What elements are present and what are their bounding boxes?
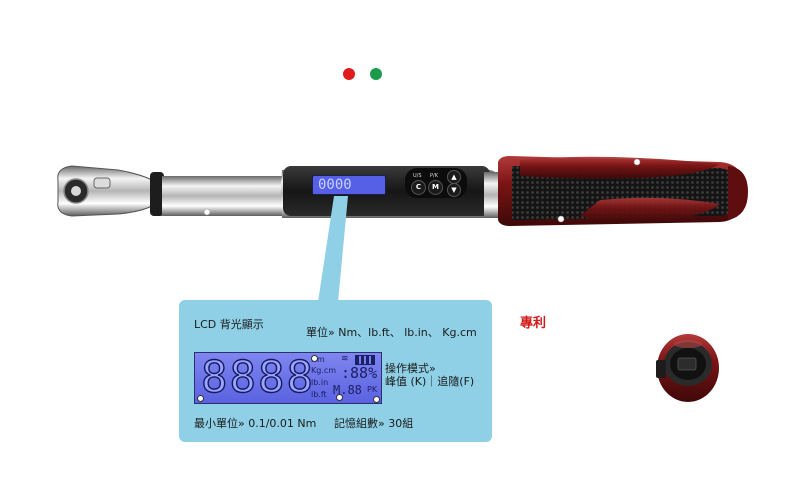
patent-label: 專利	[520, 316, 547, 331]
lcd-unit-lbin: lb.in	[311, 378, 329, 387]
memory-label: 記憶組數» 30組	[334, 417, 414, 430]
color-option-red[interactable]	[343, 68, 355, 80]
wrench-lcd-display: 0000	[312, 175, 386, 195]
pointer-dot	[336, 394, 343, 401]
lcd-unit-nm: Nm	[311, 355, 325, 364]
mode-label-line2: 峰值 (K)｜追隨(F)	[385, 375, 475, 388]
lcd-percent: :88%	[341, 364, 378, 382]
lcd-battery-icon	[355, 355, 375, 365]
lcd-unit-kgcm: Kg.cm	[311, 366, 337, 375]
pointer-dot	[197, 395, 204, 402]
min-unit-label: 最小單位» 0.1/0.01 Nm	[194, 417, 317, 430]
lcd-main-digits: 8888	[200, 352, 315, 403]
units-label: 單位» Nm、lb.ft、 lb.in、 Kg.cm	[306, 326, 477, 339]
pointer-dot	[311, 355, 318, 362]
wrench-down-arrow-icon[interactable]: ▼	[447, 183, 461, 197]
lcd-mode-tag: PK	[367, 385, 378, 394]
wrench-button-c[interactable]: C	[411, 180, 426, 195]
panel-title: LCD 背光顯示	[194, 318, 264, 331]
wrench-lcd-reading: 0000	[318, 177, 352, 193]
ratchet-head	[57, 165, 153, 217]
lcd-closeup: 8888 Nm Kg.cm lb.in lb.ft ≋ :88% M.88 PK	[194, 352, 382, 404]
mode-label-line1: 操作模式»	[385, 362, 436, 375]
lcd-unit-lbft: lb.ft	[311, 390, 327, 399]
wrench-button-c-tag: U/S	[413, 173, 422, 179]
wrench-button-m[interactable]: M	[428, 180, 443, 195]
pointer-dot	[373, 396, 380, 403]
end-cap-thumbnail	[656, 334, 719, 402]
lcd-wifi-icon: ≋	[341, 354, 349, 364]
wrench-up-arrow-icon[interactable]: ▲	[447, 170, 461, 184]
color-option-green[interactable]	[370, 68, 382, 80]
wrench-button-m-tag: P/K	[430, 173, 438, 179]
lcd-memory-counter: M.88	[333, 383, 362, 397]
